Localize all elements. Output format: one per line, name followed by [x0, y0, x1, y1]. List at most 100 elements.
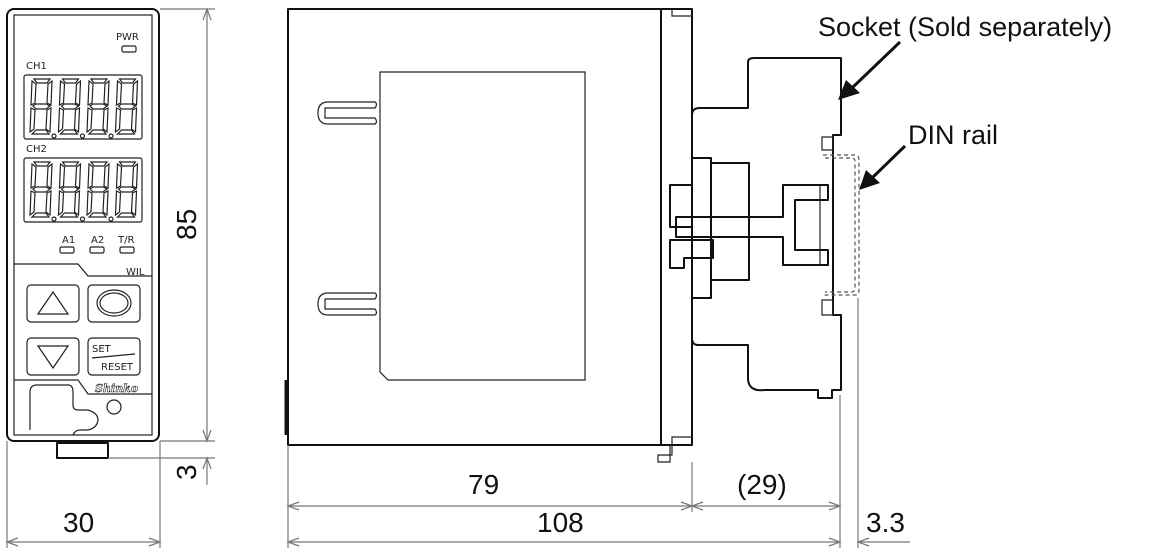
- segment: [130, 107, 138, 134]
- seven-segment-digit: [29, 78, 57, 139]
- seven-segment-digit: [114, 161, 139, 218]
- segment: [131, 79, 139, 106]
- ch2-digits: [29, 161, 139, 222]
- segment: [29, 107, 36, 134]
- decimal-point: [108, 133, 114, 139]
- front-cover: [29, 384, 99, 436]
- set-label: SET: [92, 344, 112, 355]
- segment: [89, 78, 109, 84]
- segment: [73, 190, 81, 217]
- segment: [59, 129, 79, 135]
- ch2-display: [23, 157, 143, 223]
- segment: [87, 79, 94, 106]
- side-view: [284, 8, 860, 463]
- decimal-point: [51, 133, 57, 139]
- segment: [57, 107, 65, 134]
- a2-label: A2: [91, 235, 104, 246]
- mode-button[interactable]: [87, 284, 141, 323]
- segment: [32, 161, 52, 167]
- ch2-label: CH2: [26, 144, 47, 155]
- side-dimensions: 79 (29) 108 3.3: [286, 298, 910, 548]
- bottom-latch: [56, 442, 109, 459]
- segment: [46, 79, 53, 106]
- clip-upper: [317, 101, 378, 125]
- pwr-led: [121, 45, 137, 53]
- segment: [116, 129, 136, 135]
- segment: [61, 78, 80, 84]
- segment: [58, 79, 66, 106]
- segment: [29, 190, 36, 217]
- brand-logo: Shinko: [95, 382, 138, 395]
- segment: [45, 107, 52, 134]
- up-button[interactable]: [26, 284, 80, 323]
- callouts: Socket (Sold separately) DIN rail: [818, 12, 1112, 190]
- seven-segment-digit: [57, 161, 86, 222]
- segment: [74, 162, 82, 189]
- segment: [103, 162, 110, 189]
- front-bezel-outer: [6, 8, 160, 442]
- front-view: PWR CH1 CH2 A1 A2 T/R WIL: [6, 8, 160, 459]
- segment: [102, 107, 109, 134]
- segment: [32, 103, 52, 110]
- up-triangle-icon: [36, 290, 70, 315]
- din-rail-arrow-icon: [859, 170, 880, 190]
- din-rail-outline: [823, 154, 860, 296]
- segment: [57, 190, 65, 217]
- segment: [30, 212, 51, 218]
- segment: [130, 190, 138, 217]
- label-area: [379, 71, 586, 381]
- segment: [60, 186, 80, 193]
- front-dimensions: 85 3 30: [5, 7, 215, 548]
- dim-total-depth: 108: [537, 507, 584, 538]
- segment: [74, 79, 82, 106]
- socket-callout: Socket (Sold separately): [818, 12, 1112, 42]
- a1-label: A1: [62, 235, 75, 246]
- ch1-label: CH1: [26, 61, 47, 72]
- segment: [117, 186, 137, 193]
- tr-label: T/R: [117, 235, 134, 246]
- segment: [89, 186, 109, 193]
- din-rail-callout: DIN rail: [908, 120, 998, 150]
- segment: [102, 190, 109, 217]
- a1-led: [59, 246, 75, 254]
- set-reset-button[interactable]: SET RESET: [87, 337, 141, 376]
- segment: [30, 79, 37, 106]
- segment: [45, 190, 52, 217]
- down-button[interactable]: [26, 337, 80, 376]
- tr-led: [119, 246, 135, 254]
- segment: [131, 162, 139, 189]
- pwr-label: PWR: [116, 32, 139, 43]
- segment: [116, 212, 136, 218]
- dim-height: 85: [171, 209, 202, 240]
- segment: [103, 79, 110, 106]
- seven-segment-digit: [114, 78, 139, 135]
- segment: [87, 129, 108, 135]
- segment: [46, 162, 53, 189]
- a2-led: [89, 246, 105, 254]
- segment: [114, 190, 122, 217]
- segment: [58, 162, 66, 189]
- segment: [114, 107, 122, 134]
- segment: [115, 79, 123, 106]
- dim-rail-offset: 3.3: [866, 507, 905, 538]
- segment: [117, 103, 137, 110]
- reset-label: RESET: [101, 362, 134, 373]
- decimal-point: [79, 216, 86, 222]
- seven-segment-digit: [29, 161, 57, 222]
- lower-divider: [14, 379, 152, 395]
- segment: [59, 212, 79, 218]
- dim-pin: 3: [171, 464, 202, 480]
- segment: [87, 212, 108, 218]
- segment: [60, 103, 80, 110]
- socket-arrow-icon: [838, 80, 860, 100]
- model-label: WIL: [126, 267, 145, 278]
- decimal-point: [79, 133, 86, 139]
- seven-segment-digit: [86, 161, 114, 222]
- segment: [89, 161, 109, 167]
- reset-hole: [106, 399, 122, 415]
- segment: [32, 78, 52, 84]
- decimal-point: [108, 216, 114, 222]
- down-triangle-icon: [36, 345, 70, 370]
- segment: [73, 107, 81, 134]
- dim-body-depth: 79: [468, 469, 499, 500]
